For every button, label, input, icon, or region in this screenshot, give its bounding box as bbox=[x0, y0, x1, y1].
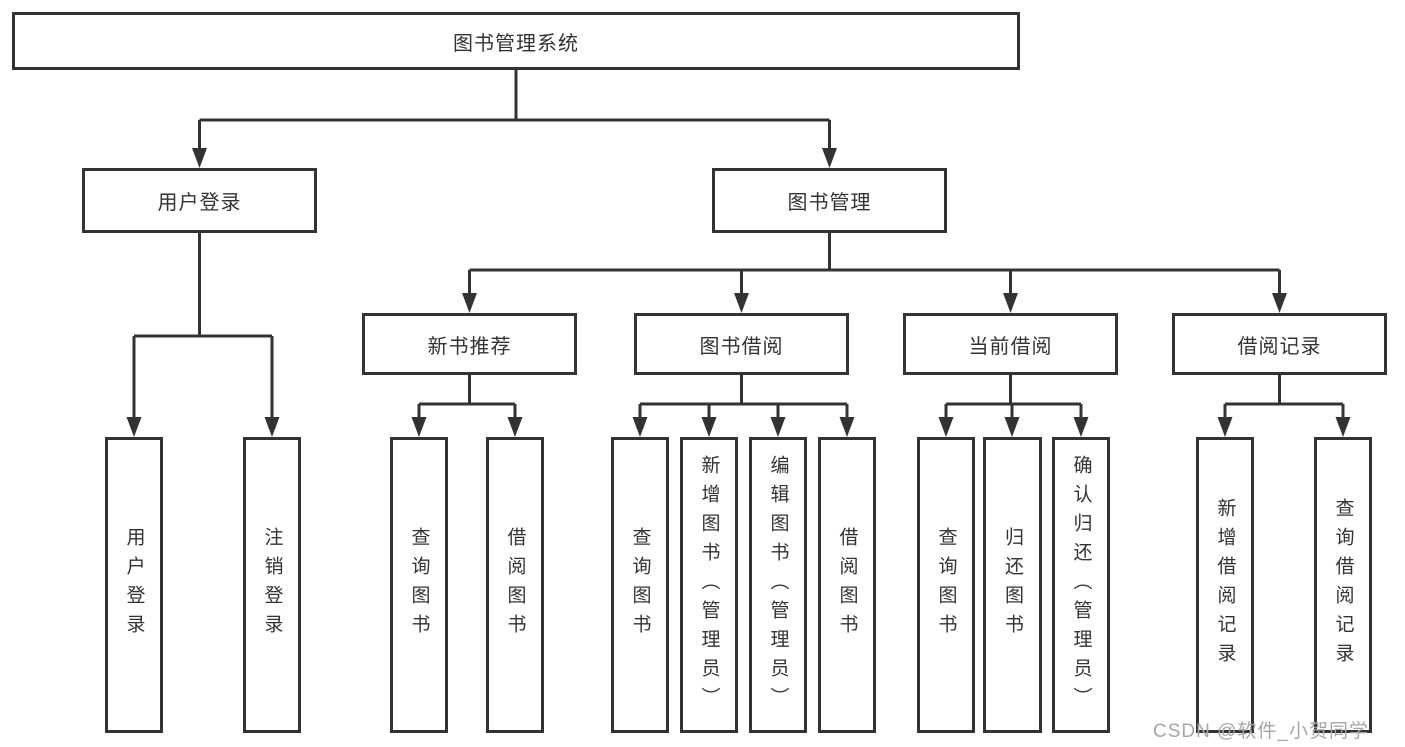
node-label: 用户登录 bbox=[123, 527, 145, 643]
leaf-borrow-books-1: 借阅图书 bbox=[486, 437, 544, 733]
connector-new-book-recommend bbox=[411, 375, 523, 437]
node-user-login: 用户登录 bbox=[82, 168, 317, 233]
leaf-query-borrow-record: 查询借阅记录 bbox=[1314, 437, 1372, 733]
node-label: 图书管理系统 bbox=[453, 32, 579, 55]
leaf-borrow-books-2: 借阅图书 bbox=[818, 437, 876, 733]
leaf-logout: 注销登录 bbox=[243, 437, 301, 733]
node-label: 编辑图书（管理员） bbox=[767, 454, 789, 716]
node-label: 借阅图书 bbox=[504, 527, 526, 643]
node-label: 用户登录 bbox=[157, 192, 242, 214]
node-label: 查询图书 bbox=[408, 527, 430, 643]
node-label: 查询图书 bbox=[629, 527, 651, 643]
node-label: 查询图书 bbox=[935, 527, 957, 643]
leaf-edit-book-admin: 编辑图书（管理员） bbox=[749, 437, 807, 733]
leaf-add-borrow-record: 新增借阅记录 bbox=[1196, 437, 1254, 733]
leaf-query-books-1: 查询图书 bbox=[390, 437, 448, 733]
leaf-add-book-admin: 新增图书（管理员） bbox=[680, 437, 738, 733]
connector-root bbox=[192, 70, 837, 168]
node-new-book-recommend: 新书推荐 bbox=[362, 313, 577, 375]
node-label: 当前借阅 bbox=[968, 335, 1053, 358]
connector-book-borrowing bbox=[632, 375, 855, 437]
node-label: 注销登录 bbox=[261, 527, 283, 643]
connector-current-borrowing bbox=[938, 375, 1089, 437]
node-book-borrowing: 图书借阅 bbox=[634, 313, 849, 375]
node-label: 图书借阅 bbox=[699, 335, 784, 358]
node-label: 归还图书 bbox=[1002, 527, 1023, 643]
node-label: 图书管理 bbox=[787, 192, 872, 214]
node-book-management: 图书管理 bbox=[712, 168, 947, 233]
node-label: 新增图书（管理员） bbox=[698, 454, 720, 716]
connector-user-login bbox=[126, 232, 280, 437]
connector-book-management bbox=[462, 232, 1287, 313]
node-label: 查询借阅记录 bbox=[1332, 498, 1354, 672]
leaf-confirm-return-admin: 确认归还（管理员） bbox=[1052, 437, 1110, 733]
node-label: 新书推荐 bbox=[427, 335, 512, 358]
leaf-query-books-2: 查询图书 bbox=[611, 437, 669, 733]
node-label: 确认归还（管理员） bbox=[1070, 454, 1092, 716]
leaf-return-books: 归还图书 bbox=[983, 437, 1042, 733]
node-library-management-system: 图书管理系统 bbox=[12, 12, 1020, 70]
watermark-text: CSDN @软件_小贺同学 bbox=[1153, 721, 1369, 742]
node-label: 借阅记录 bbox=[1237, 335, 1322, 358]
connector-borrowing-records bbox=[1217, 375, 1351, 437]
node-label: 借阅图书 bbox=[836, 527, 858, 643]
leaf-query-books-3: 查询图书 bbox=[917, 437, 975, 733]
node-current-borrowing: 当前借阅 bbox=[903, 313, 1118, 375]
node-borrowing-records: 借阅记录 bbox=[1172, 313, 1387, 375]
node-label: 新增借阅记录 bbox=[1214, 498, 1236, 672]
leaf-user-login: 用户登录 bbox=[105, 437, 163, 733]
